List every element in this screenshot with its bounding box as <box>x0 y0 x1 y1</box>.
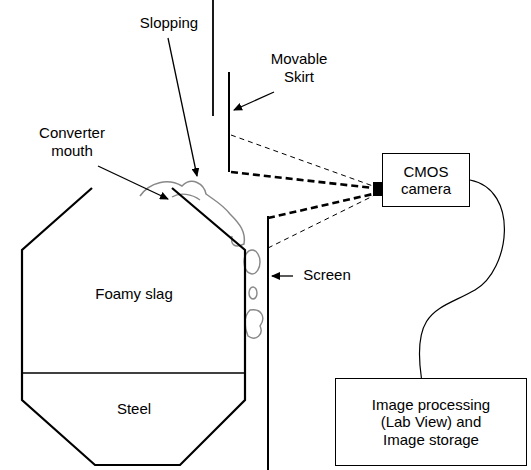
leader-line <box>234 92 274 110</box>
camera-cable <box>419 180 504 378</box>
slag-steel-interface <box>22 372 245 373</box>
movable-skirt <box>228 72 230 172</box>
slag-label: Foamy slag <box>22 285 246 302</box>
leader-line <box>272 275 293 276</box>
view-line <box>268 196 373 248</box>
screen-line <box>267 216 269 470</box>
slag-drop <box>249 287 257 299</box>
converter-vessel: Foamy slagSteel <box>22 185 246 467</box>
vessel-outline <box>22 185 246 467</box>
part-label: Screen <box>296 266 358 284</box>
slag-drop <box>245 310 263 338</box>
view-line <box>231 135 373 186</box>
part-label: Slopping <box>128 14 210 32</box>
view-line <box>268 194 373 218</box>
box-text: Image processing (Lab View) and Image st… <box>364 396 498 448</box>
hood-line <box>212 0 214 116</box>
leader-line <box>168 38 197 176</box>
vessel-wall <box>22 188 245 465</box>
part-label: Converter mouth <box>28 124 116 160</box>
processing-box: Image processing (Lab View) and Image st… <box>335 378 527 466</box>
steel-label: Steel <box>22 400 246 417</box>
leader-line <box>98 166 168 199</box>
view-line <box>231 172 373 188</box>
box-text: CMOS camera <box>395 163 457 198</box>
camera-box: CMOS camera <box>382 153 470 207</box>
part-label: Movable Skirt <box>262 50 336 86</box>
camera-lens <box>373 182 382 196</box>
slag-drop <box>244 250 260 274</box>
